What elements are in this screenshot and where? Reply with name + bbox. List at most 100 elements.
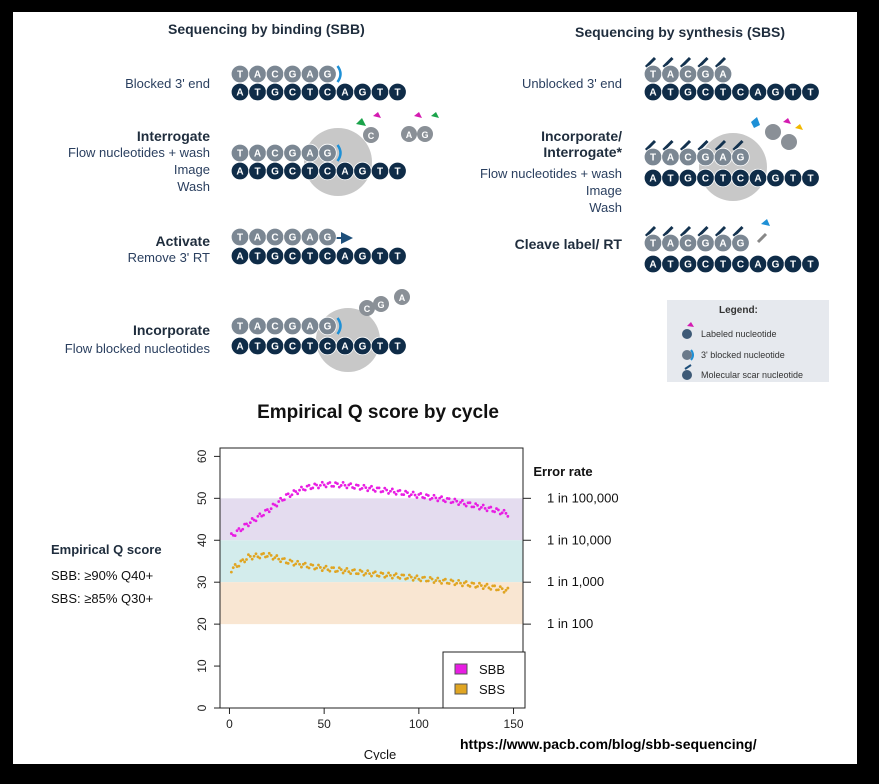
- data-point-sbb: [324, 485, 328, 489]
- data-point-sbb: [419, 492, 423, 495]
- data-point-sbs: [430, 577, 434, 581]
- template-bead-letter: T: [720, 88, 726, 99]
- data-point-sbb: [453, 497, 457, 501]
- template-bead-letter: C: [289, 342, 296, 353]
- data-point-sbs: [296, 559, 300, 563]
- data-point-sbs: [483, 584, 487, 588]
- data-point-sbb: [461, 499, 464, 502]
- q-score-chart: Empirical Q score by cycle Error rate Cy…: [195, 402, 619, 760]
- data-point-sbb: [381, 490, 385, 493]
- data-point-sbb: [290, 493, 294, 497]
- data-point-sbb: [345, 486, 349, 490]
- data-point-sbb: [502, 508, 506, 512]
- svg-text:A: A: [399, 293, 406, 303]
- plot-frame: [219, 447, 524, 709]
- template-bead-letter: C: [737, 174, 744, 185]
- data-point-sbs: [336, 569, 339, 573]
- template-bead-letter: A: [236, 342, 243, 353]
- primer-bead-letter: T: [650, 70, 656, 81]
- data-point-sbs: [502, 590, 506, 594]
- cleave-arrow-icon: [756, 232, 768, 244]
- data-point-sbb: [303, 488, 307, 492]
- data-point-sbs: [262, 552, 265, 555]
- data-point-sbs: [362, 573, 366, 577]
- fluor-star-icon: [356, 118, 366, 126]
- data-point-sbs: [398, 577, 402, 580]
- data-point-sbs: [364, 571, 368, 575]
- side-title: Empirical Q score: [51, 542, 162, 557]
- data-point-sbs: [394, 572, 398, 576]
- template-bead-letter: C: [737, 260, 744, 271]
- template-bead-letter: G: [772, 260, 780, 271]
- figure-frame: Sequencing by binding (SBB) Sequencing b…: [13, 12, 857, 764]
- y-tick-label: 60: [195, 449, 209, 463]
- data-point-sbb: [353, 486, 356, 490]
- y-tick-label: 30: [195, 575, 209, 589]
- data-point-sbs: [271, 557, 275, 561]
- data-point-sbs: [373, 570, 377, 574]
- data-point-sbs: [455, 581, 459, 585]
- primer-bead-letter: C: [684, 239, 691, 250]
- template-bead-letter: T: [394, 167, 400, 178]
- free-nucleotide-icon: [781, 134, 797, 150]
- free-nucleotide-icon: [765, 124, 781, 140]
- data-point-sbb: [440, 495, 443, 499]
- data-point-sbs: [377, 574, 381, 578]
- scar-mark-icon: [714, 139, 727, 152]
- data-point-sbs: [349, 572, 353, 576]
- scar-mark-icon: [714, 225, 727, 238]
- data-point-sbs: [426, 579, 430, 583]
- data-point-sbs: [428, 576, 432, 579]
- data-point-sbb: [341, 481, 345, 484]
- data-point-sbb: [265, 508, 269, 511]
- data-point-sbb: [394, 492, 398, 496]
- svg-text:G: G: [377, 300, 384, 310]
- side-line: SBS: ≥85% Q30+: [51, 591, 154, 606]
- primer-bead-letter: T: [237, 322, 243, 333]
- template-bead-letter: T: [377, 252, 383, 263]
- data-point-sbs: [387, 571, 390, 575]
- x-tick-label: 100: [409, 717, 429, 731]
- blocked-nucleotide-icon: [682, 350, 692, 360]
- sbs-step-incorporate-sub: Flow nucleotides + wash: [480, 166, 622, 181]
- side-line: SBB: ≥90% Q40+: [51, 568, 154, 583]
- y-tick-label: 10: [195, 659, 209, 673]
- data-point-sbb: [322, 483, 326, 487]
- data-point-sbb: [235, 529, 239, 533]
- sbb-step-incorporate-sub: Flow blocked nucleotides: [64, 341, 210, 356]
- data-point-sbb: [434, 496, 438, 500]
- chart-legend: [442, 651, 526, 709]
- data-point-sbb: [349, 482, 353, 486]
- data-point-sbb: [307, 483, 311, 487]
- data-point-sbb: [269, 507, 273, 511]
- template-bead-letter: T: [254, 88, 260, 99]
- data-point-sbs: [443, 577, 447, 581]
- data-point-sbs: [269, 553, 273, 557]
- fluor-tag-icon: [431, 112, 439, 118]
- data-point-sbb: [311, 486, 315, 490]
- primer-bead-letter: G: [702, 153, 710, 164]
- fluor-star-icon: [751, 117, 760, 128]
- primer-bead-letter: G: [289, 149, 297, 160]
- scar-mark-icon: [662, 139, 674, 152]
- template-bead-letter: A: [754, 260, 761, 271]
- data-point-sbb: [506, 514, 510, 518]
- template-bead-letter: T: [307, 342, 313, 353]
- data-point-sbb: [377, 486, 381, 490]
- template-bead-letter: A: [341, 167, 348, 178]
- data-point-sbb: [464, 504, 468, 508]
- sbs-title: Sequencing by synthesis (SBS): [575, 24, 786, 40]
- primer-bead-letter: A: [306, 322, 313, 333]
- data-point-sbb: [286, 492, 290, 496]
- data-point-sbs: [328, 569, 332, 573]
- data-point-sbs: [286, 561, 290, 565]
- primer-bead-letter: A: [719, 239, 726, 250]
- data-point-sbs: [248, 554, 252, 558]
- data-point-sbs: [245, 558, 248, 561]
- sbs-step-incorporate-label: Incorporate/ Interrogate*: [541, 128, 622, 160]
- data-point-sbs: [485, 582, 489, 586]
- y-tick-label: 20: [195, 617, 209, 631]
- template-bead-letter: G: [684, 260, 692, 271]
- data-point-sbb: [371, 488, 375, 492]
